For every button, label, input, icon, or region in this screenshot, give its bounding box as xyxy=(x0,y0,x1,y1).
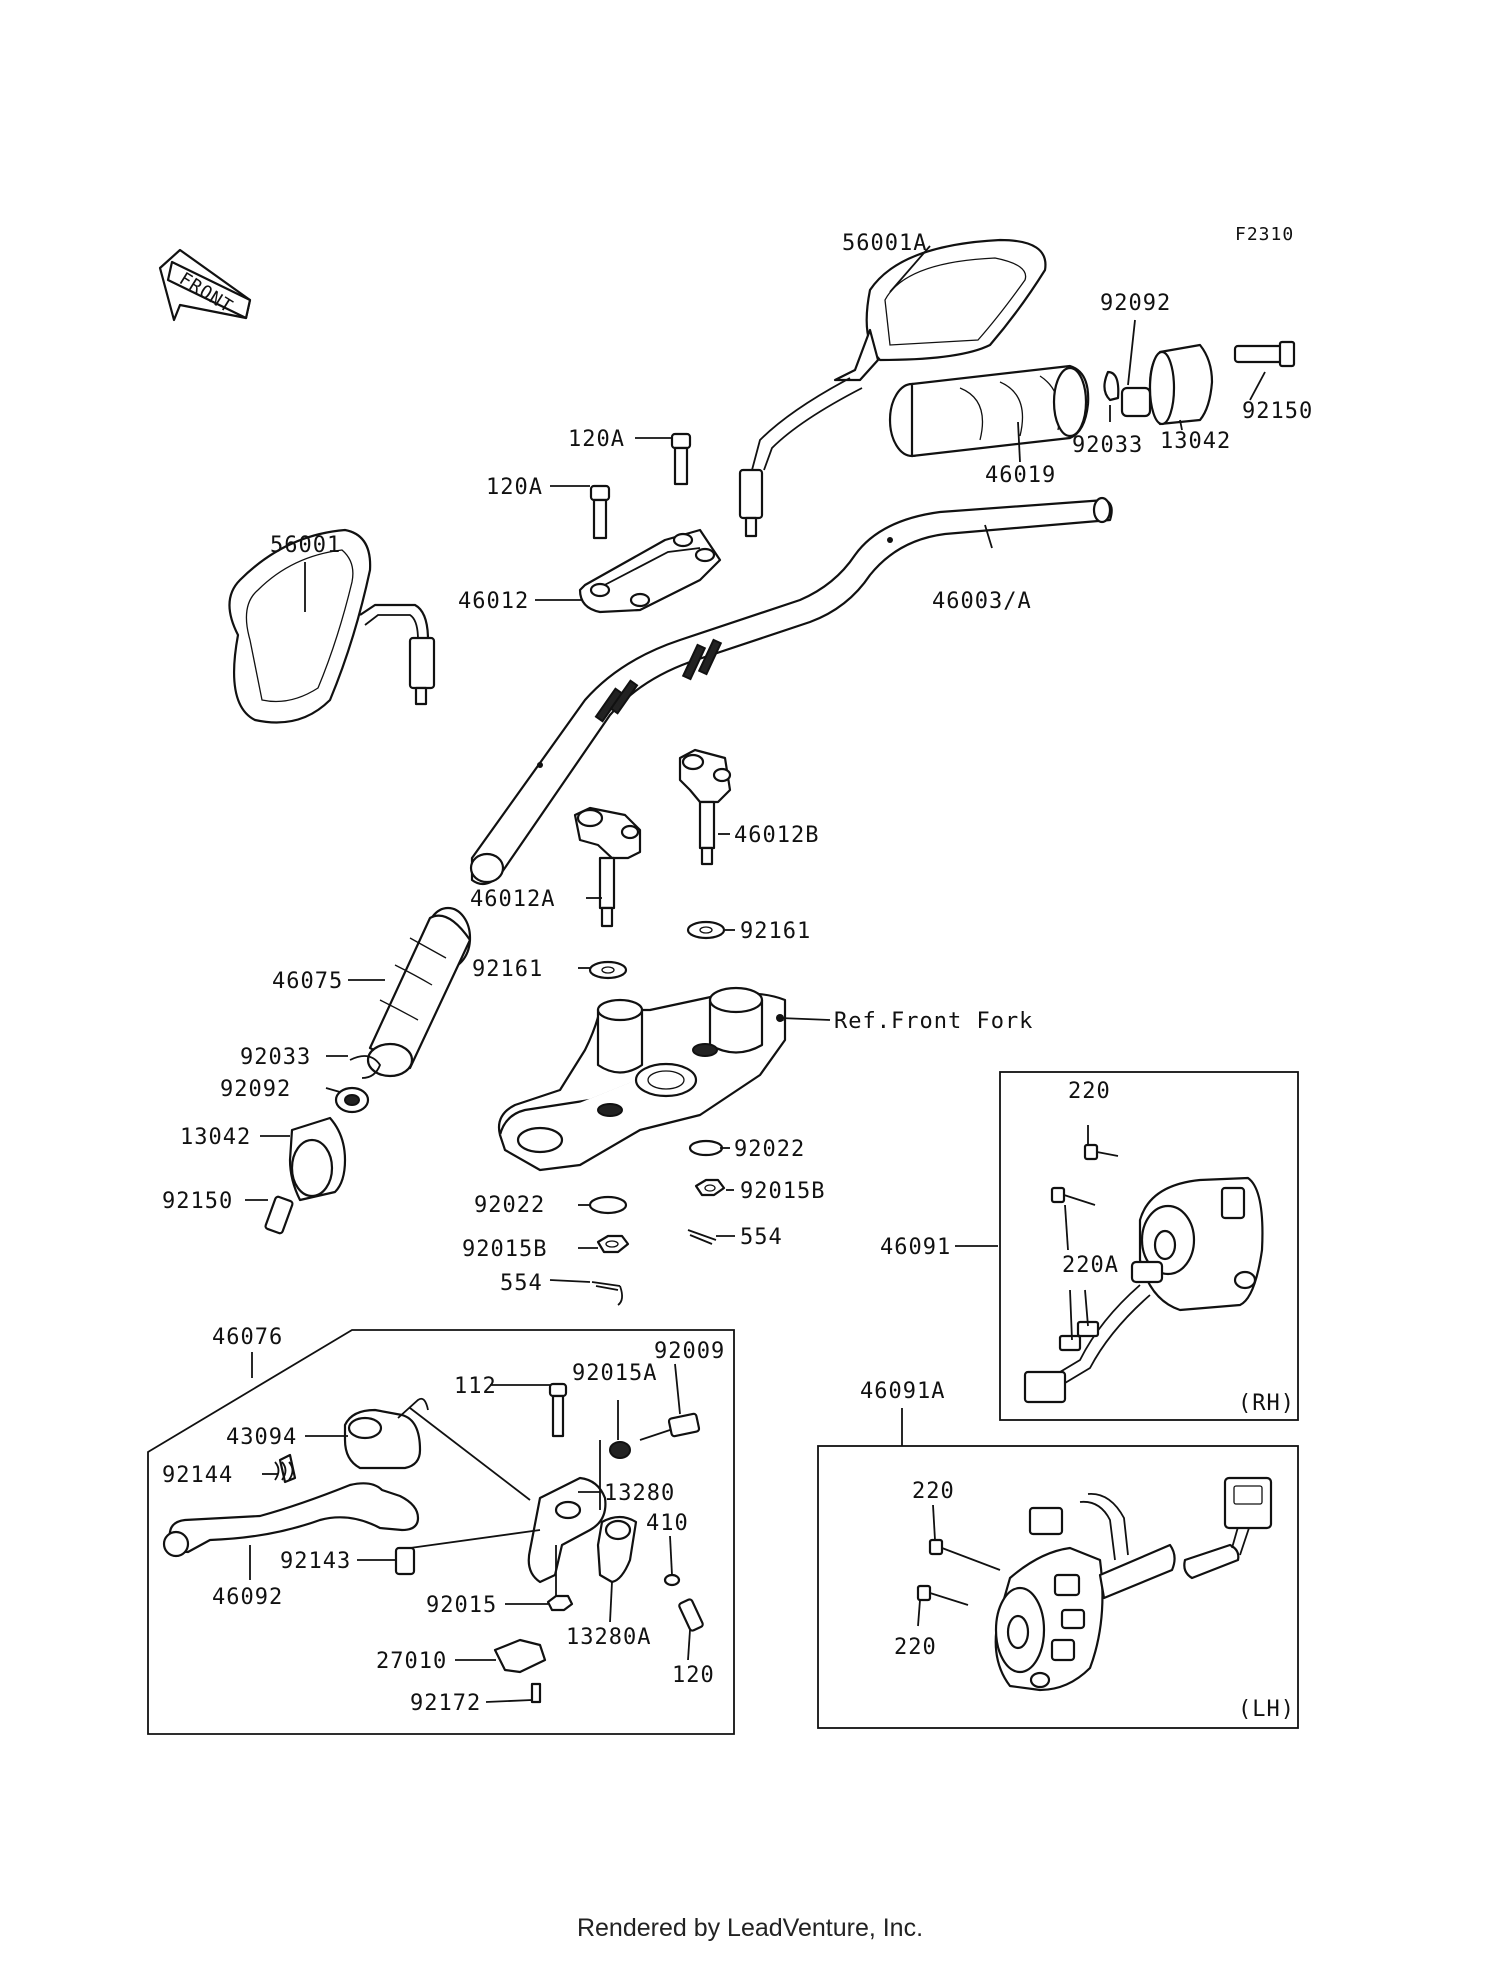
bar-end-left xyxy=(264,1086,370,1235)
label-56001: 56001 xyxy=(270,533,341,558)
label-46003a: 46003/A xyxy=(932,589,1032,614)
label-112: 112 xyxy=(454,1374,497,1399)
label-46092: 46092 xyxy=(212,1585,283,1610)
label-92022-right: 92022 xyxy=(734,1137,805,1162)
cotter-pin-left xyxy=(591,1281,623,1306)
label-27010: 27010 xyxy=(376,1649,447,1674)
label-92161-left: 92161 xyxy=(472,957,543,982)
label-554-right: 554 xyxy=(740,1225,783,1250)
grip-right xyxy=(888,364,1090,458)
label-92150-left: 92150 xyxy=(162,1189,233,1214)
label-92033-right: 92033 xyxy=(1072,433,1143,458)
circlip-left xyxy=(349,1055,382,1079)
mirror-left xyxy=(228,528,436,724)
switch-left xyxy=(994,1476,1273,1692)
nut-92015b xyxy=(596,1178,726,1254)
upper-triple-clamp xyxy=(497,986,787,1172)
label-46012b: 46012B xyxy=(734,823,819,848)
label-92143: 92143 xyxy=(280,1549,351,1574)
label-92009: 92009 xyxy=(654,1339,725,1364)
label-554-left: 554 xyxy=(500,1271,543,1296)
label-220-rh: 220 xyxy=(1068,1079,1111,1104)
label-120a-upper: 120A xyxy=(568,427,625,452)
lh-switch-panel xyxy=(817,1445,1299,1729)
label-13042-left: 13042 xyxy=(180,1125,251,1150)
label-46019: 46019 xyxy=(985,463,1056,488)
label-92092-right: 92092 xyxy=(1100,291,1171,316)
bolt-120a xyxy=(589,432,692,540)
label-46091: 46091 xyxy=(880,1235,951,1260)
label-92092-left: 92092 xyxy=(220,1077,291,1102)
callout-labels: 56001A 92092 92150 92033 13042 46019 120… xyxy=(162,231,1313,1722)
front-arrow-icon: FRONT xyxy=(158,248,252,322)
label-ref-front-fork: Ref.Front Fork xyxy=(834,1009,1033,1034)
grip-left xyxy=(366,906,472,1078)
label-13042-right: 13042 xyxy=(1160,429,1231,454)
cotter-pin-right xyxy=(687,1229,717,1245)
label-92015b-right: 92015B xyxy=(740,1179,825,1204)
washer-92161-right xyxy=(686,920,726,940)
label-92015a: 92015A xyxy=(572,1361,657,1386)
label-46091a: 46091A xyxy=(860,1379,945,1404)
label-410: 410 xyxy=(646,1511,689,1536)
label-120: 120 xyxy=(672,1663,715,1688)
washer-92022-left xyxy=(588,1195,628,1215)
label-46012a: 46012A xyxy=(470,887,555,912)
lower-holder-a xyxy=(573,806,642,928)
label-92161-right: 92161 xyxy=(740,919,811,944)
switch-right xyxy=(1023,1176,1264,1404)
upper-clamp xyxy=(578,528,722,614)
label-220a: 220A xyxy=(1062,1253,1119,1278)
label-92144: 92144 xyxy=(162,1463,233,1488)
lever-assembly-panel xyxy=(147,1329,735,1735)
label-120a-lower: 120A xyxy=(486,475,543,500)
screws-rh xyxy=(1050,1143,1119,1206)
label-lh: (LH) xyxy=(1238,1697,1295,1722)
label-56001a: 56001A xyxy=(842,231,927,256)
mirror-right xyxy=(738,238,1047,538)
screws-lh xyxy=(916,1538,1001,1606)
rh-switch-panel xyxy=(999,1071,1299,1421)
label-46075: 46075 xyxy=(272,969,343,994)
footer-credit: Rendered by LeadVenture, Inc. xyxy=(576,1914,924,1942)
label-220-lh-lower: 220 xyxy=(894,1635,937,1660)
lower-holder-b xyxy=(678,748,732,866)
handlebar xyxy=(469,496,1113,886)
leader-lines xyxy=(245,245,1266,1703)
label-13280a: 13280A xyxy=(566,1625,651,1650)
label-92033-left: 92033 xyxy=(240,1045,311,1070)
bar-end-right xyxy=(1103,340,1296,426)
label-13280: 13280 xyxy=(604,1481,675,1506)
label-43094: 43094 xyxy=(226,1425,297,1450)
label-92150-right: 92150 xyxy=(1242,399,1313,424)
washer-92161-left xyxy=(588,960,628,980)
lever-assembly xyxy=(162,1382,704,1704)
label-220-lh-upper: 220 xyxy=(912,1479,955,1504)
label-92022-left: 92022 xyxy=(474,1193,545,1218)
label-46012: 46012 xyxy=(458,589,529,614)
label-92015: 92015 xyxy=(426,1593,497,1618)
diagram-code: F2310 xyxy=(1235,224,1294,245)
washer-92022-right xyxy=(688,1139,724,1157)
label-46076: 46076 xyxy=(212,1325,283,1350)
label-rh: (RH) xyxy=(1238,1391,1295,1416)
label-92172: 92172 xyxy=(410,1691,481,1716)
label-92015b-left: 92015B xyxy=(462,1237,547,1262)
